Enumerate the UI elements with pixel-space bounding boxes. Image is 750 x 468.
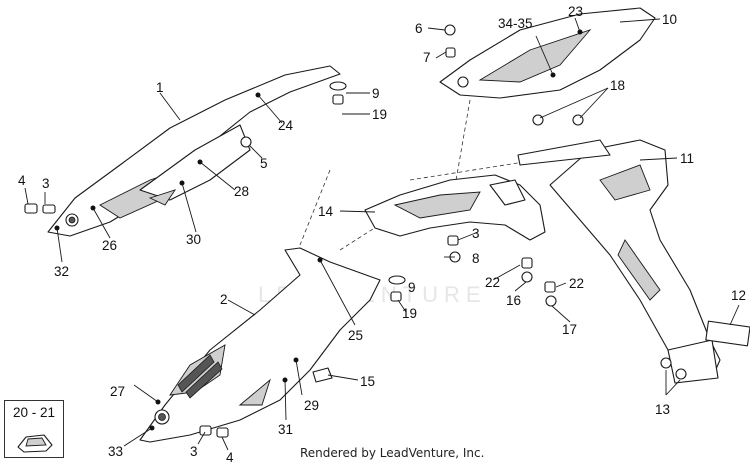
license-plate-holder-part: [517, 139, 721, 384]
inset-box-clip: 20 - 21: [4, 400, 64, 458]
hardware-fasteners: [24, 24, 687, 438]
callout-17: 17: [562, 322, 577, 337]
assembly-dashed-lines: [299, 99, 601, 251]
callout-4b: 4: [226, 450, 234, 465]
clip-nut-icon: [17, 434, 53, 453]
callout-18: 18: [610, 78, 625, 93]
callout-6: 6: [415, 21, 423, 36]
callout-12: 12: [731, 288, 746, 303]
callout-5: 5: [260, 156, 268, 171]
callout-9b: 9: [408, 280, 416, 295]
callout-31: 31: [278, 422, 293, 437]
inset-label: 20 - 21: [12, 405, 56, 420]
callout-4a: 4: [18, 173, 26, 188]
left-lower-cover-part: [139, 247, 381, 443]
callout-3b: 3: [190, 444, 198, 459]
callout-16: 16: [506, 293, 521, 308]
tail-bracket-part: [364, 174, 546, 241]
callout-32: 32: [54, 264, 69, 279]
callout-8: 8: [472, 251, 480, 266]
callout-22a: 22: [485, 275, 500, 290]
callout-2: 2: [220, 292, 228, 307]
callout-1: 1: [156, 80, 164, 95]
reflector-part: [705, 320, 750, 347]
callout-7: 7: [423, 50, 431, 65]
tail-top-cover-part: [439, 7, 656, 99]
leader-dots: [54, 29, 583, 431]
render-credit: Rendered by LeadVenture, Inc.: [300, 446, 485, 460]
callout-19b: 19: [402, 306, 417, 321]
callout-34-35: 34-35: [498, 16, 533, 31]
left-upper-cover-part: [47, 65, 341, 237]
callout-3a: 3: [42, 176, 50, 191]
callout-10: 10: [662, 12, 677, 27]
callout-3c: 3: [472, 226, 480, 241]
callout-11: 11: [680, 151, 694, 166]
callout-labels: 1 2 3 4 5 6 7 9 19 10 11 12 13 14 15 16 …: [18, 4, 746, 465]
callout-28: 28: [234, 184, 249, 199]
callout-27: 27: [110, 384, 125, 399]
callout-23: 23: [568, 4, 583, 19]
callout-15: 15: [360, 374, 375, 389]
callout-24: 24: [278, 118, 294, 133]
callout-29: 29: [304, 398, 319, 413]
callout-25: 25: [348, 328, 363, 343]
callout-9a: 9: [372, 86, 380, 101]
callout-19a: 19: [372, 107, 387, 122]
callout-33: 33: [108, 444, 123, 459]
callout-30: 30: [186, 232, 201, 247]
callout-22b: 22: [569, 276, 584, 291]
callout-26: 26: [102, 238, 117, 253]
leader-lines: [24, 17, 740, 451]
clip-part: [312, 367, 333, 383]
callout-13: 13: [655, 402, 670, 417]
callout-14: 14: [318, 204, 334, 219]
